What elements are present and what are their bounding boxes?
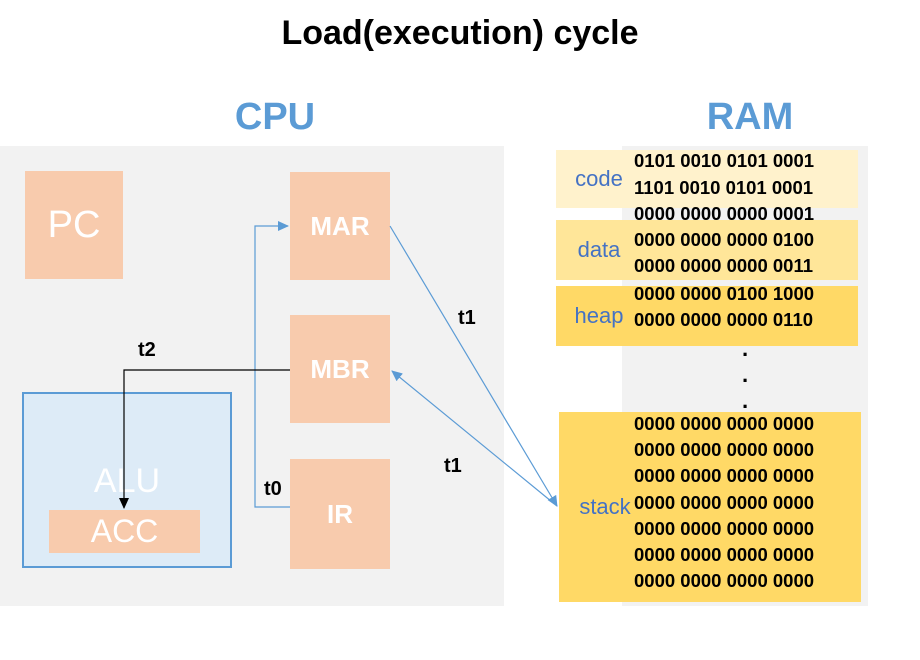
cpu-title: CPU bbox=[234, 96, 316, 138]
data-segment bbox=[556, 220, 858, 280]
memory-word: 0000 0000 0000 0001 bbox=[634, 203, 815, 224]
stack-word: 0000 0000 0000 0000 bbox=[634, 544, 815, 565]
code-segment bbox=[556, 150, 858, 208]
memory-word: 1101 0010 0101 0001 bbox=[634, 177, 814, 198]
memory-word: 0000 0000 0000 0011 bbox=[634, 255, 814, 276]
ellipsis-dot: · bbox=[742, 342, 750, 367]
t1-label-mbr: t1 bbox=[444, 455, 462, 477]
stack-word: 0000 0000 0000 0000 bbox=[634, 518, 815, 539]
t0-label: t0 bbox=[264, 478, 282, 500]
memory-word: 0000 0000 0000 0100 bbox=[634, 229, 815, 250]
stack-word: 0000 0000 0000 0000 bbox=[634, 465, 815, 486]
heap-segment-label: heap bbox=[574, 303, 624, 328]
ellipsis-dot: · bbox=[742, 368, 750, 393]
stack-word: 0000 0000 0000 0000 bbox=[634, 439, 815, 460]
diagram-title: Load(execution) cycle bbox=[281, 14, 639, 52]
stack-word: 0000 0000 0000 0000 bbox=[634, 570, 815, 591]
memory-word: 0101 0010 0101 0001 bbox=[634, 150, 815, 171]
memory-word: 0000 0000 0100 1000 bbox=[634, 283, 815, 304]
alu-label: ALU bbox=[93, 462, 161, 500]
stack-segment-label: stack bbox=[579, 494, 631, 519]
memory-word: 0000 0000 0000 0110 bbox=[634, 309, 814, 330]
stack-segment bbox=[559, 412, 861, 602]
arrow-ram-to-mbr bbox=[391, 370, 558, 507]
arrow-mar-to-ram bbox=[389, 225, 558, 507]
stack-word: 0000 0000 0000 0000 bbox=[634, 492, 815, 513]
code-segment-label: code bbox=[575, 166, 623, 191]
heap-segment bbox=[556, 286, 858, 346]
arrow-mbr-to-acc bbox=[119, 369, 290, 509]
arrow-ir-to-mar bbox=[254, 221, 290, 508]
ram-title: RAM bbox=[706, 96, 794, 138]
acc-register: ACC bbox=[49, 510, 200, 553]
data-segment-label: data bbox=[577, 237, 621, 262]
t2-label: t2 bbox=[138, 339, 156, 361]
ir-register: IR bbox=[290, 459, 390, 569]
pc-register: PC bbox=[25, 171, 123, 279]
mar-register: MAR bbox=[290, 172, 390, 280]
mbr-register: MBR bbox=[290, 315, 390, 423]
t1-label-mar: t1 bbox=[458, 307, 476, 329]
ellipsis-dot: · bbox=[742, 394, 750, 419]
stack-word: 0000 0000 0000 0000 bbox=[634, 413, 815, 434]
